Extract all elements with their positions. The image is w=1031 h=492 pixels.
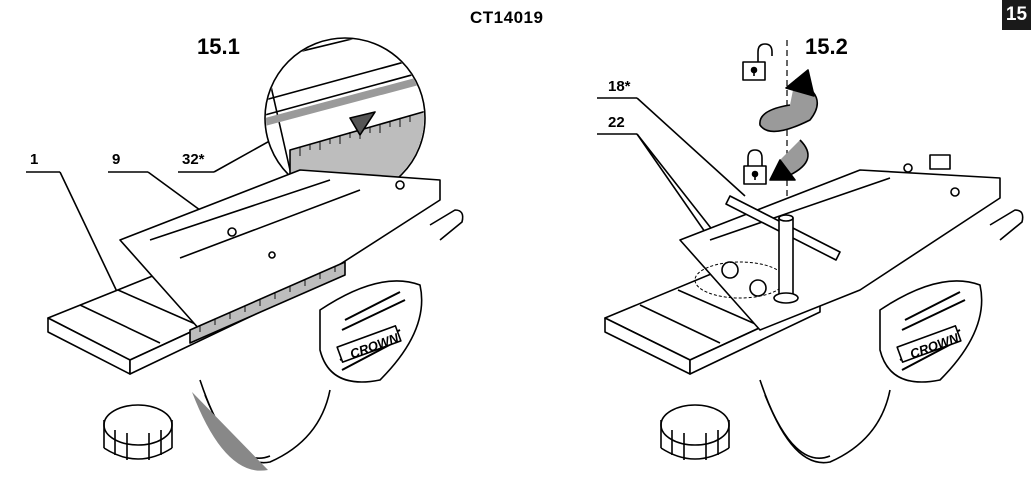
callout-9: 9 [112,151,121,168]
figure-label-15-1: 15.1 [197,34,240,59]
leader-18 [636,97,746,197]
padlock-open-icon [742,43,773,81]
callout-32: 32* [182,151,205,168]
leader-1 [59,171,121,299]
depth-knob [103,404,173,460]
callout-18: 18* [608,78,631,95]
rotate-arrow-icon [759,69,819,181]
padlock-closed-icon [743,149,767,185]
callout-1: 1 [30,151,39,168]
planer-figure-15-2: CROWN [597,40,1024,464]
figure-label-15-2: 15.2 [805,34,848,59]
planer-figure-15-1: CROWN [26,37,464,471]
motor-cover: CROWN [319,280,423,383]
page-number-badge: 15 [1002,0,1031,30]
ruler [189,261,346,344]
magnifier-detail [259,37,426,291]
model-number: CT14019 [470,8,544,27]
callout-22: 22 [608,114,625,131]
t-wrench [725,195,841,304]
